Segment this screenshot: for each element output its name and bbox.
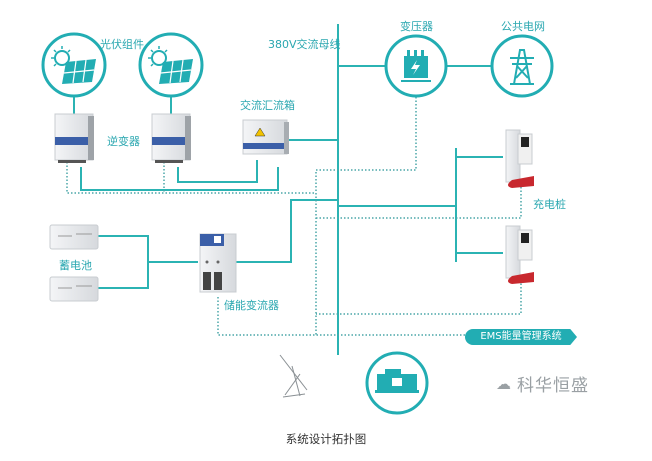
inverter-label: 逆变器 bbox=[107, 135, 140, 148]
public-grid-node bbox=[490, 34, 554, 98]
solar-panel-icon bbox=[51, 46, 96, 84]
transformer-icon bbox=[401, 50, 431, 82]
generator-icon bbox=[375, 369, 419, 393]
charger2-comm-line bbox=[316, 280, 522, 315]
ac-combiner-box bbox=[242, 119, 289, 155]
ac-combiner-label: 交流汇流箱 bbox=[240, 99, 295, 112]
ac-bus-label: 380V交流母线 bbox=[268, 38, 341, 51]
charging-pile-1 bbox=[505, 129, 534, 188]
pcs-cabinet bbox=[199, 233, 237, 293]
wind-turbine-icon bbox=[279, 354, 308, 398]
warning-icon bbox=[254, 127, 266, 137]
battery-link-line bbox=[97, 235, 149, 289]
solar-panel-icon bbox=[148, 46, 193, 84]
wechat-icon: ☁ bbox=[496, 375, 511, 393]
inverter-1 bbox=[54, 113, 94, 163]
generator-node bbox=[365, 351, 429, 415]
charger1-comm-line bbox=[316, 184, 522, 219]
inverter2-to-combiner-line bbox=[177, 160, 258, 183]
public-grid-label: 公共电网 bbox=[501, 20, 545, 33]
figure-caption: 系统设计拓扑图 bbox=[285, 432, 367, 446]
transformer-node bbox=[384, 34, 448, 98]
inverter1-to-combiner-line bbox=[80, 167, 279, 191]
power-tower-icon bbox=[510, 49, 534, 85]
pcs-to-bus-line bbox=[234, 199, 338, 263]
inverter1-comm-line bbox=[66, 162, 316, 194]
battery-1 bbox=[49, 224, 99, 250]
pv-modules-label: 光伏组件 bbox=[100, 38, 144, 51]
ems-badge: EMS能量管理系统 bbox=[465, 329, 577, 345]
pv-module-1 bbox=[41, 32, 107, 98]
watermark: 科华恒盛 bbox=[517, 376, 589, 396]
charging-pile-label: 充电桩 bbox=[533, 198, 566, 211]
power-lines bbox=[73, 24, 503, 355]
transformer-comm-line bbox=[315, 97, 417, 335]
inverter-2 bbox=[151, 113, 191, 163]
pv-module-2 bbox=[138, 32, 204, 98]
communication-lines bbox=[66, 97, 522, 336]
battery-label: 蓄电池 bbox=[59, 259, 92, 272]
transformer-label: 变压器 bbox=[400, 20, 433, 33]
charging-pile-2 bbox=[505, 225, 534, 284]
battery-2 bbox=[49, 276, 99, 302]
pcs-label: 储能变流器 bbox=[224, 299, 279, 312]
